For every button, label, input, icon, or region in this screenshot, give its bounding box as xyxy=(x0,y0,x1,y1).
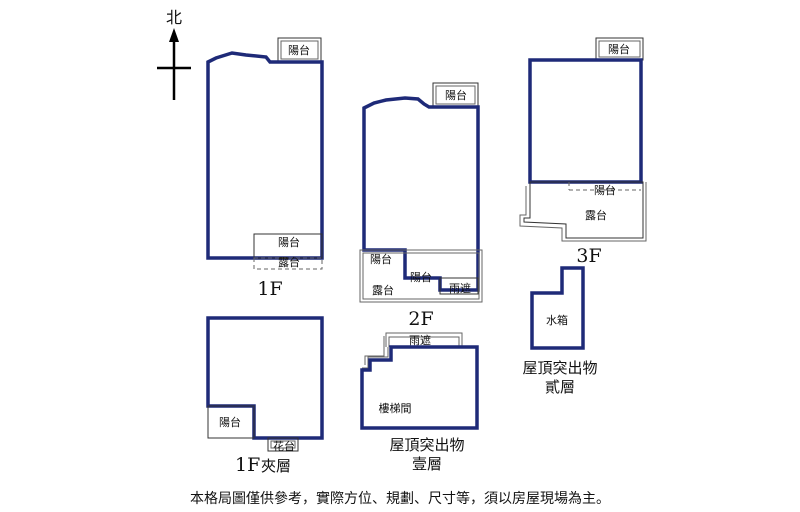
canopy-roof-outer xyxy=(385,332,463,347)
terrace-2f-label: 露台 xyxy=(372,283,394,297)
plan-1f-mezzanine: 陽台 花台 1F 夾層 xyxy=(206,316,324,476)
balcony-2f-label: 陽台 xyxy=(370,252,392,266)
balcony-1f-north-label: 陽台 xyxy=(288,43,310,57)
roof-level-1-sub: 壹層 xyxy=(412,455,442,473)
water-tank-label: 水箱 xyxy=(546,313,568,327)
balcony-2f-north-label: 陽台 xyxy=(445,88,467,102)
floor-label-1f-mezzanine-num: 1F xyxy=(235,454,260,476)
disclaimer-footnote: 本格局圖僅供參考，實際方位、規劃、尺寸等，須以房屋現場為主。 xyxy=(190,490,610,507)
plan-roof-level-1: 雨遮 樓梯間 屋頂突出物 壹層 xyxy=(360,332,479,473)
terrace-3f xyxy=(523,181,644,239)
canopy-2f xyxy=(439,277,479,295)
floor-label-2f: 2F xyxy=(408,308,433,330)
plan-3f: 陽台 陽台 露台 3F xyxy=(519,37,647,267)
balcony-1f-mezzanine-label: 陽台 xyxy=(219,415,241,429)
roof-level-1-title: 屋頂突出物 xyxy=(389,436,464,454)
outline-2f xyxy=(362,96,480,292)
plan-roof-level-2: 水箱 屋頂突出物 貳層 xyxy=(522,266,598,396)
plan-1f: 陽台 陽台 露台 1F xyxy=(206,37,324,300)
floor-label-1f-mezzanine-word: 夾層 xyxy=(261,457,291,475)
roof-level-2-title: 屋頂突出物 xyxy=(522,359,597,377)
outline-1f xyxy=(206,51,324,260)
planter-1f-mezzanine xyxy=(267,437,299,452)
floor-label-3f: 3F xyxy=(576,245,601,267)
balcony-1f-south-label: 陽台 xyxy=(278,235,300,249)
balcony-1f-south xyxy=(253,233,323,259)
planter-label: 花台 xyxy=(273,439,295,453)
canopy-roof-label: 雨遮 xyxy=(409,333,431,347)
outline-3f xyxy=(528,58,643,184)
outline-roof-level-2 xyxy=(530,266,585,350)
terrace-1f-label: 露台 xyxy=(278,255,300,269)
roof-level-2-sub: 貳層 xyxy=(545,378,575,396)
balcony-1f-mezzanine xyxy=(207,405,255,439)
north-label: 北 xyxy=(166,8,182,27)
terrace-3f-label: 露台 xyxy=(585,208,607,222)
canopy-2f-label: 雨遮 xyxy=(449,281,471,295)
outline-roof-level-1 xyxy=(360,345,479,430)
balcony-3f-south-label: 陽台 xyxy=(594,183,616,197)
terrace-1f xyxy=(253,257,323,270)
floor-label-1f: 1F xyxy=(257,278,282,300)
plan-2f: 陽台 陽台 陽台 露台 雨遮 2F xyxy=(359,82,483,330)
north-arrow-icon xyxy=(169,28,179,42)
terrace-2f-outline xyxy=(359,249,483,303)
balcony-3f-north-label: 陽台 xyxy=(608,42,630,56)
stairwell-label: 樓梯間 xyxy=(379,401,412,415)
compass: 北 xyxy=(157,8,191,100)
balcony-2f-center-label: 陽台 xyxy=(410,270,432,284)
